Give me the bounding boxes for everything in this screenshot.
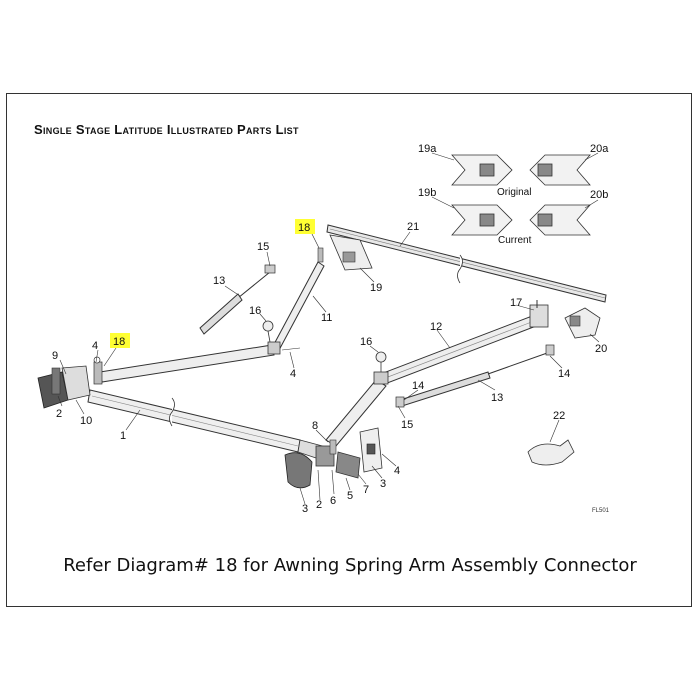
label-18-top: 18 — [298, 222, 310, 234]
label-6: 6 — [330, 495, 336, 507]
footer-note: Refer Diagram# 18 for Awning Spring Arm … — [63, 555, 637, 576]
highlight-18-left — [110, 333, 130, 348]
bracket-19b-hinge — [479, 213, 495, 227]
label-16-left: 16 — [249, 305, 261, 317]
knob-16-right — [375, 351, 387, 363]
label-19b: 19b — [418, 187, 436, 199]
strut-13-left — [199, 271, 271, 335]
knob-16-left — [262, 320, 274, 332]
roller-tube-21 — [326, 224, 607, 303]
label-2-left: 2 — [56, 408, 62, 420]
label-21: 21 — [407, 221, 419, 233]
label-20a: 20a — [590, 143, 609, 155]
label-14-mid: 14 — [412, 380, 424, 392]
label-15-left: 15 — [257, 241, 269, 253]
right-end-cap — [284, 452, 313, 489]
label-5: 5 — [347, 490, 353, 502]
label-4-left: 4 — [92, 340, 98, 352]
inset-original-label: Original — [497, 187, 531, 198]
label-3-right: 3 — [380, 478, 386, 490]
bracket-inset — [451, 154, 591, 236]
label-2-right: 2 — [316, 499, 322, 511]
label-12: 12 — [430, 321, 442, 333]
label-15-right: 15 — [401, 419, 413, 431]
bracket-20b — [529, 204, 591, 236]
label-3-bottom: 3 — [302, 503, 308, 515]
label-4-mid: 4 — [290, 368, 296, 380]
label-20: 20 — [595, 343, 607, 355]
label-13-left: 13 — [213, 275, 225, 287]
label-1: 1 — [120, 430, 126, 442]
label-4-right: 4 — [394, 465, 400, 477]
label-10: 10 — [80, 415, 92, 427]
bracket-19a-hinge — [479, 163, 495, 177]
label-19a: 19a — [418, 143, 437, 155]
part-22 — [527, 439, 575, 466]
label-13-right: 13 — [491, 392, 503, 404]
label-22: 22 — [553, 410, 565, 422]
label-7: 7 — [363, 484, 369, 496]
bracket-20a — [529, 154, 591, 186]
diagram-title: Single Stage Latitude Illustrated Parts … — [34, 122, 299, 137]
label-14-right: 14 — [558, 368, 570, 380]
bracket-20a-hinge — [537, 163, 553, 177]
bracket-20 — [564, 307, 601, 339]
label-20b: 20b — [590, 189, 608, 201]
label-19: 19 — [370, 282, 382, 294]
label-8: 8 — [312, 420, 318, 432]
label-17: 17 — [510, 297, 522, 309]
label-9: 9 — [52, 350, 58, 362]
label-11: 11 — [321, 312, 332, 324]
arm-11 — [271, 261, 325, 353]
bracket-20b-hinge — [537, 213, 553, 227]
label-18-left: 18 — [113, 336, 125, 348]
label-16-right: 16 — [360, 336, 372, 348]
figure-code: FL501 — [592, 508, 610, 514]
highlight-18-top — [295, 219, 315, 234]
arm-long-left — [99, 344, 275, 383]
inset-current-label: Current — [498, 235, 532, 246]
lead-rail-1 — [87, 389, 301, 453]
arm-12 — [377, 312, 545, 386]
